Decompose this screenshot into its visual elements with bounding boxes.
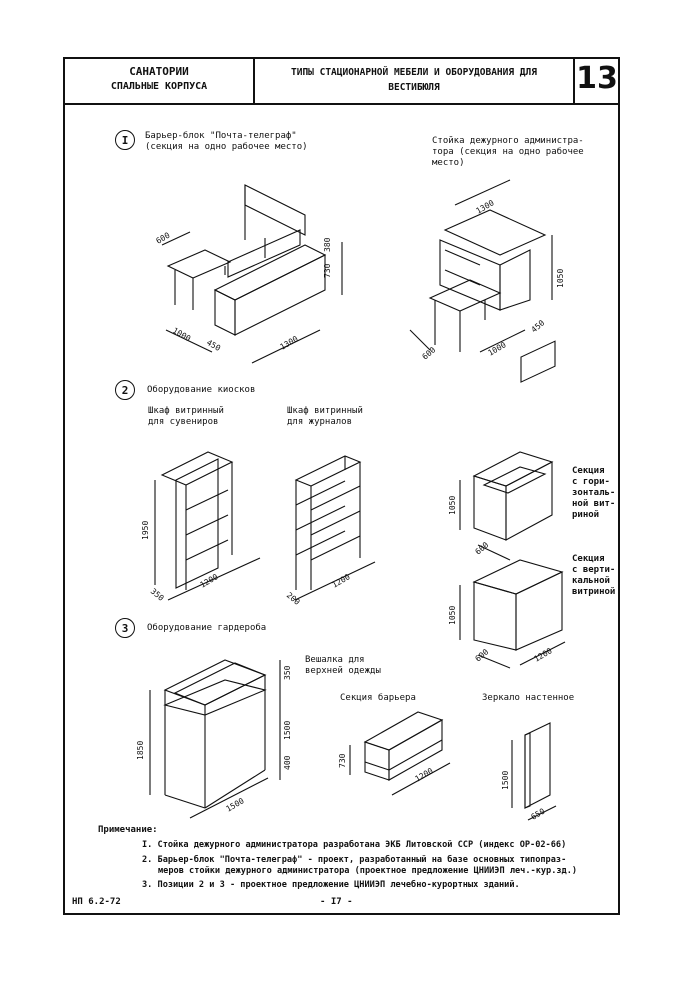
admin-counter-drawing xyxy=(409,179,553,353)
mirror-caption: Зеркало настенное xyxy=(482,693,575,703)
svg-text:1200: 1200 xyxy=(331,572,352,590)
horiz-section-line3: зонталь- xyxy=(572,488,616,498)
svg-text:600: 600 xyxy=(421,345,438,361)
svg-text:450: 450 xyxy=(205,338,222,353)
sheet-frame xyxy=(63,57,620,915)
svg-text:1850: 1850 xyxy=(136,741,145,760)
svg-text:1050: 1050 xyxy=(556,269,565,288)
wall-mirror-dims: 1500 650 xyxy=(501,771,547,822)
vert-section-line1: Секция xyxy=(572,554,605,564)
souvenir-cabinet-dims: 1950 1200 350 xyxy=(141,521,220,603)
magazine-cabinet-dims: 1200 200 xyxy=(285,572,352,607)
section-2-marker: 2 xyxy=(115,380,135,400)
cabinet-souvenirs-line2: для сувениров xyxy=(148,417,219,427)
svg-text:1050: 1050 xyxy=(448,606,457,625)
svg-text:600: 600 xyxy=(474,647,491,663)
svg-text:1950: 1950 xyxy=(141,521,150,540)
svg-text:1300: 1300 xyxy=(475,198,496,216)
svg-text:1200: 1200 xyxy=(533,646,554,664)
svg-text:1300: 1300 xyxy=(279,334,300,352)
svg-text:1000: 1000 xyxy=(487,340,508,358)
wall-mirror-drawing xyxy=(511,722,557,821)
section-1-right-line2: тора (секция на одно рабочее xyxy=(432,147,584,157)
note-1: I. Стойка дежурного администратора разра… xyxy=(142,840,567,850)
svg-text:350: 350 xyxy=(283,665,292,680)
svg-text:600: 600 xyxy=(474,540,491,556)
vert-section-line2: с верти- xyxy=(572,565,616,575)
barrier-block-dims: 600 730 380 1000 450 1300 xyxy=(155,231,333,353)
header-divider xyxy=(63,103,620,105)
vert-section-line3: кальной xyxy=(572,576,610,586)
barrier-caption: Секция барьера xyxy=(340,693,416,703)
svg-text:1200: 1200 xyxy=(199,572,220,590)
svg-text:400: 400 xyxy=(283,755,292,770)
header-sep-1 xyxy=(253,57,255,104)
cabinet-magazines-line1: Шкаф витринный xyxy=(287,406,363,416)
sheet-number: 13 xyxy=(576,61,618,96)
section-3-title: Оборудование гардероба xyxy=(147,623,267,633)
svg-text:1200: 1200 xyxy=(414,766,435,784)
barrier-block-drawing xyxy=(161,184,343,364)
header-title-line2: ВЕСТИБЮЛЯ xyxy=(388,82,440,93)
svg-text:600: 600 xyxy=(155,231,172,246)
document-code: НП 6.2-72 xyxy=(72,897,121,907)
cabinet-souvenirs-line1: Шкаф витринный xyxy=(148,406,224,416)
header-left-line1: САНАТОРИИ xyxy=(129,65,189,78)
notes-heading: Примечание: xyxy=(98,825,158,835)
note-2a: 2. Барьер-блок "Почта-телеграф" - проект… xyxy=(142,855,567,865)
header-sep-2 xyxy=(573,57,575,104)
svg-text:380: 380 xyxy=(323,237,332,252)
svg-text:350: 350 xyxy=(149,587,166,603)
svg-text:450: 450 xyxy=(530,318,547,334)
horiz-section-line5: риной xyxy=(572,510,600,520)
svg-text:650: 650 xyxy=(530,807,547,822)
svg-text:1500: 1500 xyxy=(283,721,292,740)
horiz-section-line4: ной вит- xyxy=(572,499,616,509)
wardrobe-hanger-drawing xyxy=(149,659,281,819)
cabinet-magazines-line2: для журналов xyxy=(287,417,353,427)
horiz-section-line1: Секция xyxy=(572,466,605,476)
horiz-section-line2: с гори- xyxy=(572,477,610,487)
svg-text:1500: 1500 xyxy=(501,771,510,790)
hanger-caption-line1: Вешалка для xyxy=(305,655,365,665)
section-1-right-line1: Стойка дежурного администра- xyxy=(432,136,584,146)
note-2b: меров стойки дежурного администратора (п… xyxy=(158,866,578,876)
souvenir-cabinet-drawing xyxy=(154,451,261,601)
svg-text:1050: 1050 xyxy=(448,496,457,515)
admin-counter-dims: 1300 1050 600 1000 450 xyxy=(421,198,565,361)
section-1-title-line1: Барьер-блок "Почта-телеграф" xyxy=(145,131,297,141)
horizontal-display-dims: 1050 600 xyxy=(448,496,490,557)
note-3: 3. Позиции 2 и 3 - проектное предложение… xyxy=(142,880,520,890)
svg-text:1000: 1000 xyxy=(171,326,192,344)
magazine-cabinet-drawing xyxy=(294,455,376,601)
section-1-marker: I xyxy=(115,130,135,150)
section-1-title-line2: (секция на одно рабочее место) xyxy=(145,142,308,152)
horizontal-display-drawing xyxy=(459,451,554,561)
svg-text:730: 730 xyxy=(338,753,347,768)
section-1-right-line3: место) xyxy=(432,158,465,168)
wardrobe-hanger-dims: 1850 1500 350 1500 400 xyxy=(136,665,292,813)
section-3-marker: 3 xyxy=(115,618,135,638)
section-2-title: Оборудование киосков xyxy=(147,385,256,395)
vertical-display-drawing xyxy=(459,340,566,669)
barrier-section-drawing xyxy=(349,711,451,796)
svg-text:730: 730 xyxy=(323,263,332,278)
header-left-line2: СПАЛЬНЫЕ КОРПУСА xyxy=(110,81,208,92)
svg-text:200: 200 xyxy=(285,591,302,607)
page-number: - I7 - xyxy=(320,897,353,907)
vert-section-line4: витриной xyxy=(572,587,616,597)
header-title-line1: ТИПЫ СТАЦИОНАРНОЙ МЕБЕЛИ И ОБОРУДОВАНИЯ … xyxy=(291,67,537,78)
hanger-caption-line2: верхней одежды xyxy=(305,666,381,676)
vertical-display-dims: 1050 600 1200 xyxy=(448,606,554,664)
